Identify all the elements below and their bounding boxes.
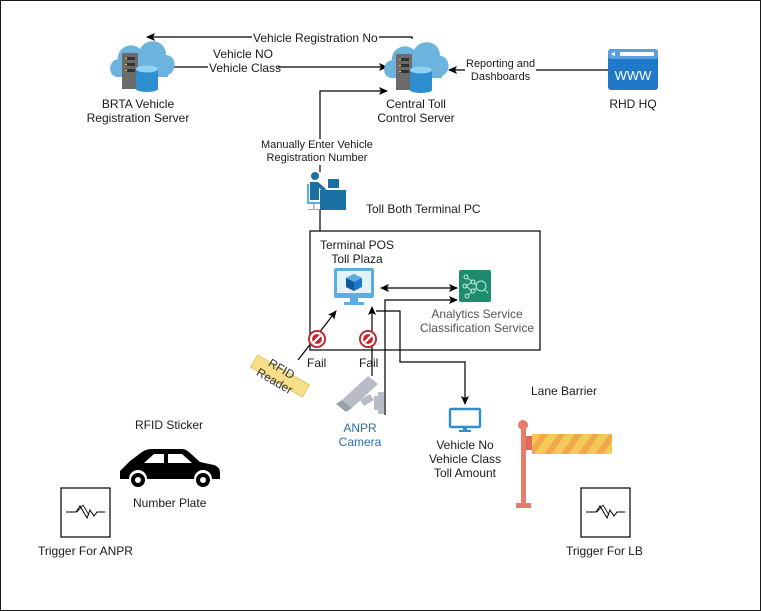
label-line: Camera (338, 435, 382, 449)
analytics-label: Analytics Service Classification Service (416, 307, 538, 335)
edge-label-line: Registration Number (266, 152, 368, 164)
edge-label-line: Vehicle NO (212, 47, 274, 61)
cctv-camera-icon[interactable] (336, 376, 384, 414)
edge-label-reporting-dashboards: Reporting and Dashboards (465, 58, 537, 84)
fail-label-anpr: Fail (359, 356, 379, 370)
rhd-hq-label: RHD HQ (609, 97, 657, 111)
svg-text:WWW: WWW (615, 68, 653, 83)
toll-plaza-container (309, 230, 541, 351)
lane-barrier-label: Lane Barrier (531, 384, 598, 398)
fail-icon-rfid (308, 330, 326, 348)
label-line: Terminal POS (319, 238, 395, 252)
edge-label-vehicle-no: Vehicle NO Vehicle Class (208, 47, 282, 75)
www-browser-icon[interactable]: WWW (608, 49, 658, 90)
trigger-anpr-label: Trigger For ANPR (38, 544, 133, 558)
fail-label-rfid: Fail (307, 356, 327, 370)
edge-central-to-brta (146, 33, 413, 41)
edge-label-vehicle-registration-no: Vehicle Registration No (252, 31, 379, 45)
label-line: Registration Server (86, 111, 190, 125)
rfid-reader-tag[interactable] (249, 354, 311, 398)
monitor-cube-icon[interactable] (334, 268, 374, 305)
central-server-icon[interactable] (384, 42, 449, 93)
label-line: Classification Service (419, 321, 535, 335)
edge-camera-to-analytics (384, 296, 458, 415)
rfid-sticker-label: RFID Sticker (135, 418, 204, 432)
brta-server-label: BRTA Vehicle Registration Server (86, 97, 190, 125)
label-line: Vehicle Class (428, 452, 502, 466)
brta-server-icon[interactable] (110, 41, 175, 92)
label-line: Toll Amount (433, 466, 497, 480)
label-line: Toll Plaza (331, 252, 383, 266)
central-server-label: Central Toll Control Server (366, 97, 466, 125)
edge-label-line: Vehicle Class (208, 61, 282, 75)
edge-label-manual-entry: Manually Enter Vehicle Registration Numb… (260, 139, 374, 165)
label-line: BRTA Vehicle (101, 97, 175, 111)
label-line: Vehicle No (436, 438, 494, 452)
trigger-lb-sensor[interactable] (580, 487, 631, 538)
label-line: ANPR (343, 421, 377, 435)
display-monitor-icon[interactable] (448, 407, 482, 432)
analytics-network-icon[interactable] (459, 270, 491, 302)
display-label: Vehicle No Vehicle Class Toll Amount (422, 438, 508, 480)
operator-desk-icon[interactable] (307, 172, 346, 210)
terminal-pc-label: Toll Both Terminal PC (366, 202, 481, 216)
number-plate-label: Number Plate (133, 496, 207, 510)
edge-label-line: Dashboards (470, 71, 531, 83)
anpr-camera-label: ANPR Camera (330, 421, 390, 449)
car-icon[interactable] (120, 449, 220, 487)
label-line: Analytics Service (431, 307, 523, 321)
trigger-lb-label: Trigger For LB (566, 544, 643, 558)
edge-terminal-to-central (319, 87, 388, 172)
label-line: Control Server (377, 111, 455, 125)
boom-barrier-icon[interactable] (516, 420, 612, 508)
trigger-anpr-sensor[interactable] (60, 487, 111, 538)
edge-label-line: Reporting and (466, 58, 536, 70)
edge-label-line: Manually Enter Vehicle (261, 139, 373, 151)
fail-icon-anpr (359, 330, 377, 348)
edge-pos-to-display (376, 310, 469, 405)
terminal-pos-label: Terminal POS Toll Plaza (312, 238, 402, 266)
label-line: Central Toll (386, 97, 446, 111)
